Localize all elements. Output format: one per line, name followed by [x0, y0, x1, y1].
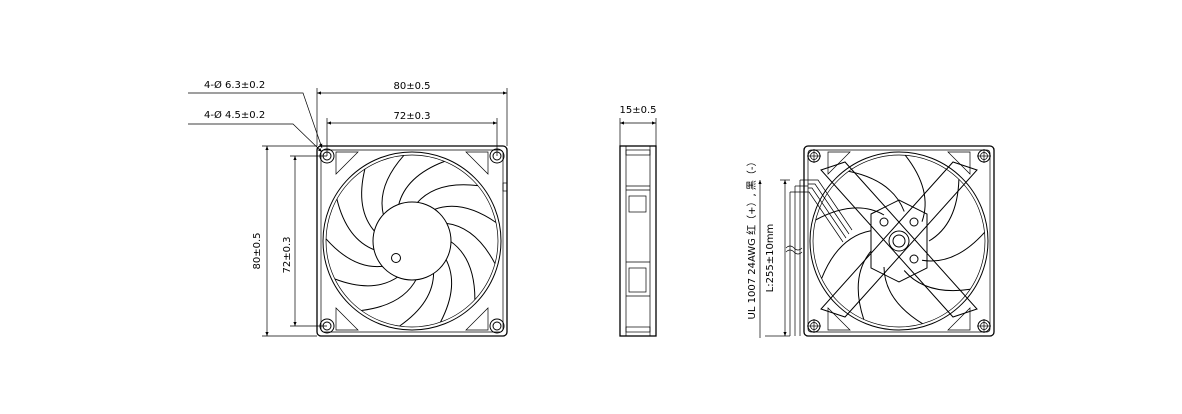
rear-blade-7 — [815, 207, 885, 221]
front-blade-3 — [399, 272, 435, 327]
motor-plate — [870, 199, 928, 283]
rear-blade-3 — [903, 270, 971, 292]
label-mount-hole-inner: 4-Ø 4.5±0.2 — [204, 109, 265, 121]
wire-notch — [502, 182, 508, 192]
side-profile — [619, 145, 657, 337]
rear-blade-8 — [848, 170, 905, 212]
front-frame-inner — [320, 149, 504, 333]
rear-blade-9 — [904, 154, 926, 222]
rear-blade-4 — [883, 266, 923, 325]
rear-blade-6 — [821, 230, 871, 279]
support-struts — [820, 161, 978, 318]
front-blade-6 — [325, 238, 384, 268]
front-frame-outer — [316, 145, 508, 337]
hub-sticker-dot — [391, 253, 401, 263]
dim-width-inner: 72±0.3 — [393, 111, 430, 122]
front-blade-2 — [440, 258, 453, 323]
rear-blade-1 — [928, 179, 960, 242]
dim-height-outer: 80±0.5 — [252, 232, 263, 269]
front-blade-4 — [361, 278, 418, 311]
front-blade-10 — [398, 160, 445, 206]
front-blade-9 — [381, 155, 405, 216]
front-blade-5 — [334, 276, 399, 287]
side-view: 15±0.5 — [619, 105, 657, 337]
front-blade-11 — [416, 184, 478, 204]
fan-blade-tips — [325, 154, 499, 328]
lead-wires — [785, 179, 853, 336]
dim-lead-length: L:255±10mm — [765, 224, 776, 293]
rear-frame-inner — [807, 149, 991, 333]
corner-rib-bl — [335, 307, 359, 331]
corner-rib-tr — [465, 151, 489, 175]
dim-thickness: 15±0.5 — [619, 105, 656, 116]
front-blade-8 — [361, 168, 376, 233]
front-blade-12 — [433, 205, 497, 223]
fan-bore — [322, 151, 502, 331]
fan-hub — [372, 201, 452, 281]
mount-holes-rear — [807, 149, 991, 333]
front-blade-7 — [336, 198, 376, 251]
front-blade-13 — [445, 222, 496, 264]
dim-height-inner: 72±0.3 — [282, 236, 293, 273]
fan-blades — [325, 155, 497, 327]
rear-frame-outer — [803, 145, 995, 337]
label-mount-hole-outer: 4-Ø 6.3±0.2 — [204, 79, 265, 91]
rear-blade-2 — [921, 231, 985, 262]
front-blade-1 — [449, 240, 476, 300]
corner-rib-tl — [335, 151, 359, 175]
rear-blade-5 — [857, 250, 872, 320]
label-wire-spec: UL 1007 24AWG 红（+）, 黑（-） — [745, 157, 758, 320]
dim-width-outer: 80±0.5 — [393, 81, 430, 92]
front-view: 80±0.5 72±0.3 4-Ø 6.3±0.2 4-Ø 4.5±0.2 80… — [188, 79, 508, 337]
corner-rib-br — [465, 307, 489, 331]
rear-view: L:255±10mm UL 1007 24AWG 红（+）, 黑（-） — [745, 145, 995, 338]
